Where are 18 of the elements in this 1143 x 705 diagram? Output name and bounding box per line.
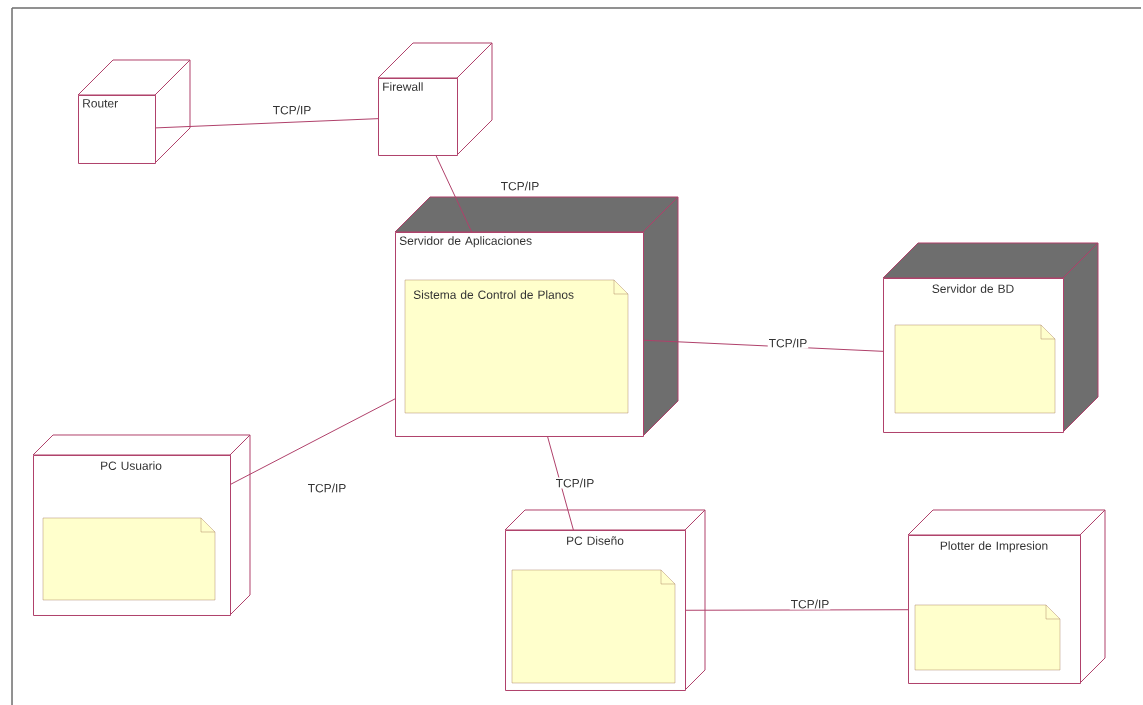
note <box>894 324 1056 414</box>
note: Sistema de Control de Planos <box>404 279 629 414</box>
edge-label: TCP/IP <box>499 180 541 192</box>
note <box>914 604 1061 671</box>
connector-line <box>685 609 909 611</box>
connector-line <box>435 155 473 233</box>
note <box>42 517 216 601</box>
node-cube: Firewall <box>377 42 493 156</box>
edge-label: TCP/IP <box>789 598 831 610</box>
edge-label: TCP/IP <box>767 337 809 349</box>
node-cube: Router <box>77 59 191 164</box>
edge-label: TCP/IP <box>271 104 313 116</box>
note <box>511 569 676 684</box>
edge-label: TCP/IP <box>554 477 596 489</box>
edge-label: TCP/IP <box>306 482 348 494</box>
connector-line <box>547 436 574 531</box>
connector-line <box>230 398 396 485</box>
connector-line <box>155 118 379 129</box>
